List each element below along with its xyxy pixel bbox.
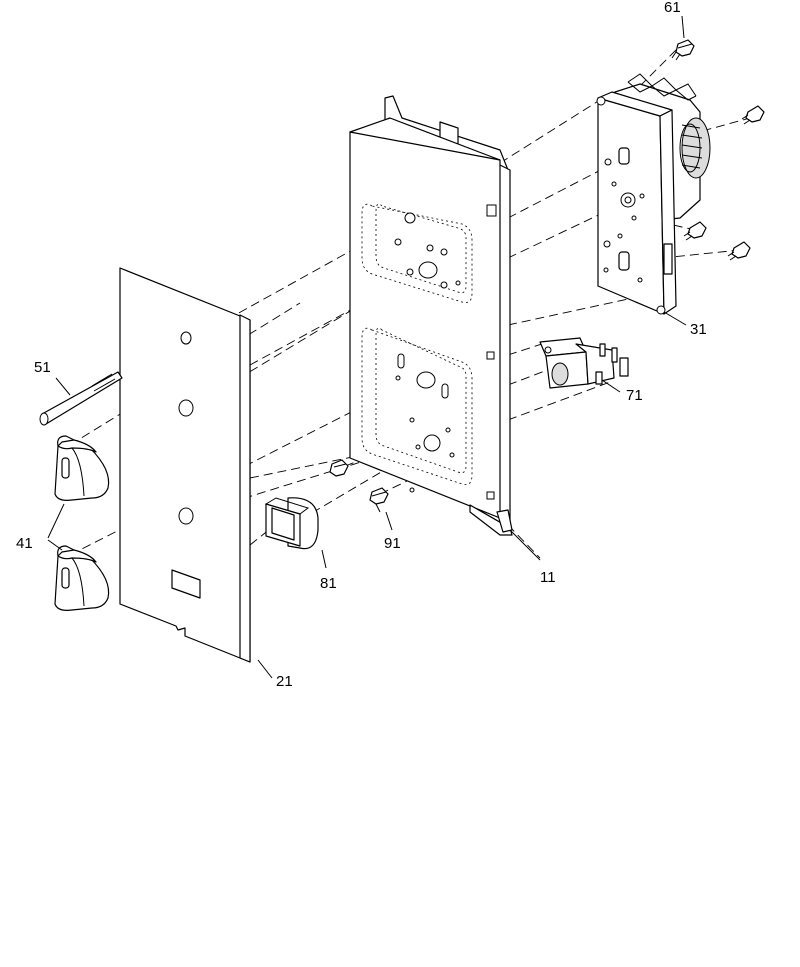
shaft-rod [39,371,123,426]
screw-bottom-right [369,487,389,513]
callout-91: 91 [384,535,401,552]
bracket-housing [349,95,513,536]
callout-11: 11 [540,569,556,586]
screw-right-upper [741,105,765,125]
switch-assembly [539,337,629,389]
screw-right-middle [683,221,707,241]
leader-lines [47,15,687,679]
callout-41: 41 [16,535,33,552]
timer-motor-assembly [596,73,711,315]
knob-upper [54,435,110,501]
callout-71: 71 [626,387,643,404]
callout-31: 31 [690,321,707,338]
callout-61: 61 [664,0,681,16]
knob-lower [54,545,110,611]
indicator-lamp [264,497,319,550]
callout-51: 51 [34,359,51,376]
callout-81: 81 [320,575,337,592]
callout-labels: 61 51 41 21 81 91 11 31 71 [16,0,707,690]
screw-right-lower [727,241,751,261]
front-panel [119,267,251,663]
callout-21: 21 [276,673,293,690]
screw-top [671,39,695,61]
screw-bottom-left [329,459,349,477]
